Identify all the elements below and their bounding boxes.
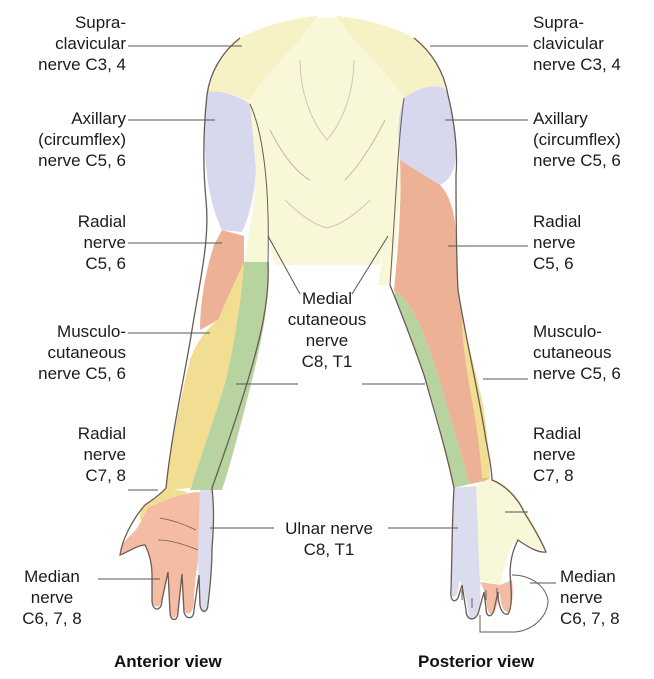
- label-line: Median: [8, 566, 96, 587]
- label-anterior-axillary: Axillary (circumflex) nerve C5, 6: [14, 108, 126, 171]
- label-line: nerve: [14, 444, 126, 465]
- anterior-median-hand-region: [121, 492, 200, 618]
- label-posterior-radial-upper: Radial nerve C5, 6: [533, 211, 651, 274]
- label-line: nerve: [8, 587, 96, 608]
- label-line: C7, 8: [14, 465, 126, 486]
- label-medial-cutaneous: Medial cutaneous nerve C8, T1: [280, 288, 374, 372]
- label-line: nerve C5, 6: [533, 150, 651, 171]
- label-line: nerve C5, 6: [4, 363, 126, 384]
- label-line: C5, 6: [533, 253, 651, 274]
- caption-posterior-view: Posterior view: [418, 652, 534, 672]
- anterior-ulnar-hand-region: [198, 490, 214, 613]
- label-line: C8, T1: [272, 539, 386, 560]
- label-line: Supra-: [533, 12, 651, 33]
- label-anterior-radial-lower: Radial nerve C7, 8: [14, 423, 126, 486]
- label-anterior-musculocutaneous: Musculo- cutaneous nerve C5, 6: [4, 321, 126, 384]
- label-ulnar: Ulnar nerve C8, T1: [272, 518, 386, 560]
- label-posterior-musculocutaneous: Musculo- cutaneous nerve C5, 6: [533, 321, 651, 384]
- label-line: Supra-: [14, 12, 126, 33]
- label-line: C6, 7, 8: [560, 608, 650, 629]
- label-line: Radial: [14, 211, 126, 232]
- label-line: clavicular: [14, 33, 126, 54]
- label-posterior-radial-lower: Radial nerve C7, 8: [533, 423, 651, 486]
- label-line: (circumflex): [533, 129, 651, 150]
- label-line: nerve C3, 4: [14, 54, 126, 75]
- label-line: Radial: [533, 423, 651, 444]
- label-posterior-median: Median nerve C6, 7, 8: [560, 566, 650, 629]
- label-anterior-radial-upper: Radial nerve C5, 6: [14, 211, 126, 274]
- label-posterior-axillary: Axillary (circumflex) nerve C5, 6: [533, 108, 651, 171]
- label-line: C8, T1: [280, 351, 374, 372]
- label-line: cutaneous: [533, 342, 651, 363]
- label-line: Ulnar nerve: [272, 518, 386, 539]
- caption-anterior-view: Anterior view: [114, 652, 222, 672]
- label-line: Radial: [14, 423, 126, 444]
- label-line: Medial: [280, 288, 374, 309]
- label-posterior-supraclavicular: Supra- clavicular nerve C3, 4: [533, 12, 651, 75]
- label-anterior-supraclavicular: Supra- clavicular nerve C3, 4: [14, 12, 126, 75]
- label-line: Musculo-: [533, 321, 651, 342]
- label-line: nerve C3, 4: [533, 54, 651, 75]
- label-line: Median: [560, 566, 650, 587]
- label-line: C7, 8: [533, 465, 651, 486]
- label-line: Radial: [533, 211, 651, 232]
- label-line: nerve: [14, 232, 126, 253]
- label-anterior-median: Median nerve C6, 7, 8: [8, 566, 96, 629]
- label-line: nerve: [280, 330, 374, 351]
- anterior-axillary-region: [204, 92, 256, 232]
- label-line: cutaneous: [280, 309, 374, 330]
- label-line: nerve C5, 6: [533, 363, 651, 384]
- label-line: Axillary: [14, 108, 126, 129]
- label-line: C5, 6: [14, 253, 126, 274]
- label-line: clavicular: [533, 33, 651, 54]
- label-line: nerve: [533, 444, 651, 465]
- label-line: Musculo-: [4, 321, 126, 342]
- label-line: (circumflex): [14, 129, 126, 150]
- posterior-ulnar-hand-region: [452, 486, 481, 619]
- label-line: Axillary: [533, 108, 651, 129]
- label-line: nerve C5, 6: [14, 150, 126, 171]
- label-line: nerve: [560, 587, 650, 608]
- label-line: cutaneous: [4, 342, 126, 363]
- label-line: nerve: [533, 232, 651, 253]
- label-line: C6, 7, 8: [8, 608, 96, 629]
